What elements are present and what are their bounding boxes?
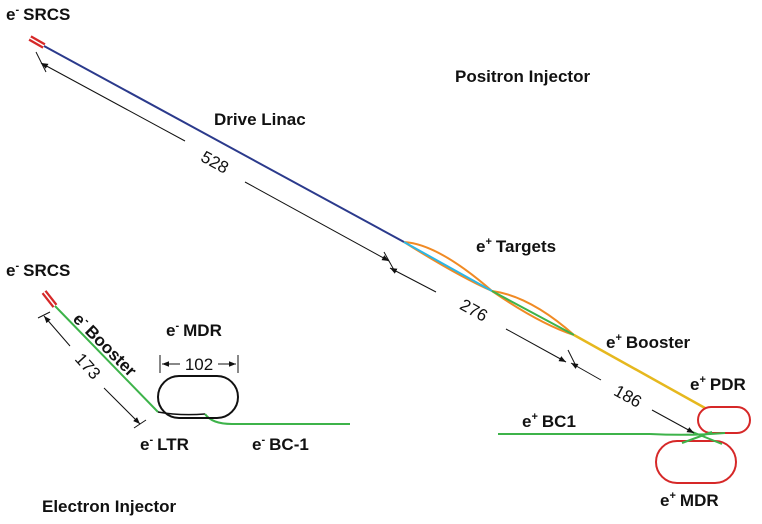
positron-mdr-ring [655,440,737,484]
label-electron-ltr: e-LTR [140,434,189,454]
label-electron-mdr: e-MDR [166,320,222,340]
dimension-label-173: 173 [71,349,104,383]
dimension-ele-mdr: 102 [159,355,239,374]
electron-mdr-ring [157,375,239,419]
positron-bc1-beamline [498,430,726,445]
positron-pdr-ring [697,406,751,434]
source-marker-bottom [41,290,58,308]
electron-booster-beamline [54,305,350,425]
dimension-label-276: 276 [457,295,491,325]
label-top-srcs: e-SRCS [6,4,70,24]
label-drive-linac: Drive Linac [214,110,306,129]
positron-booster-beamline [573,333,706,410]
label-targets: e+Targets [476,236,556,256]
label-positron-booster: e+Booster [606,332,691,352]
label-positron-mdr: e+MDR [660,490,719,510]
label-positron-pdr: e+PDR [690,374,746,394]
dimension-pos-booster: 186 [570,362,695,434]
label-bottom-srcs: e-SRCS [6,260,70,280]
dimension-label-102: 102 [185,355,213,374]
dimension-drive-linac: 528 [35,51,395,271]
dimension-label-186: 186 [611,381,645,411]
label-positron-bc1: e+BC1 [522,411,576,431]
dimension-label-528: 528 [198,147,232,177]
drive-linac-beamline [43,45,405,243]
electron-injector-title: Electron Injector [42,497,177,516]
positron-injector-title: Positron Injector [455,67,590,86]
label-electron-bc1: e-BC-1 [252,434,309,454]
source-marker-top [28,35,46,49]
target-section [403,241,575,336]
